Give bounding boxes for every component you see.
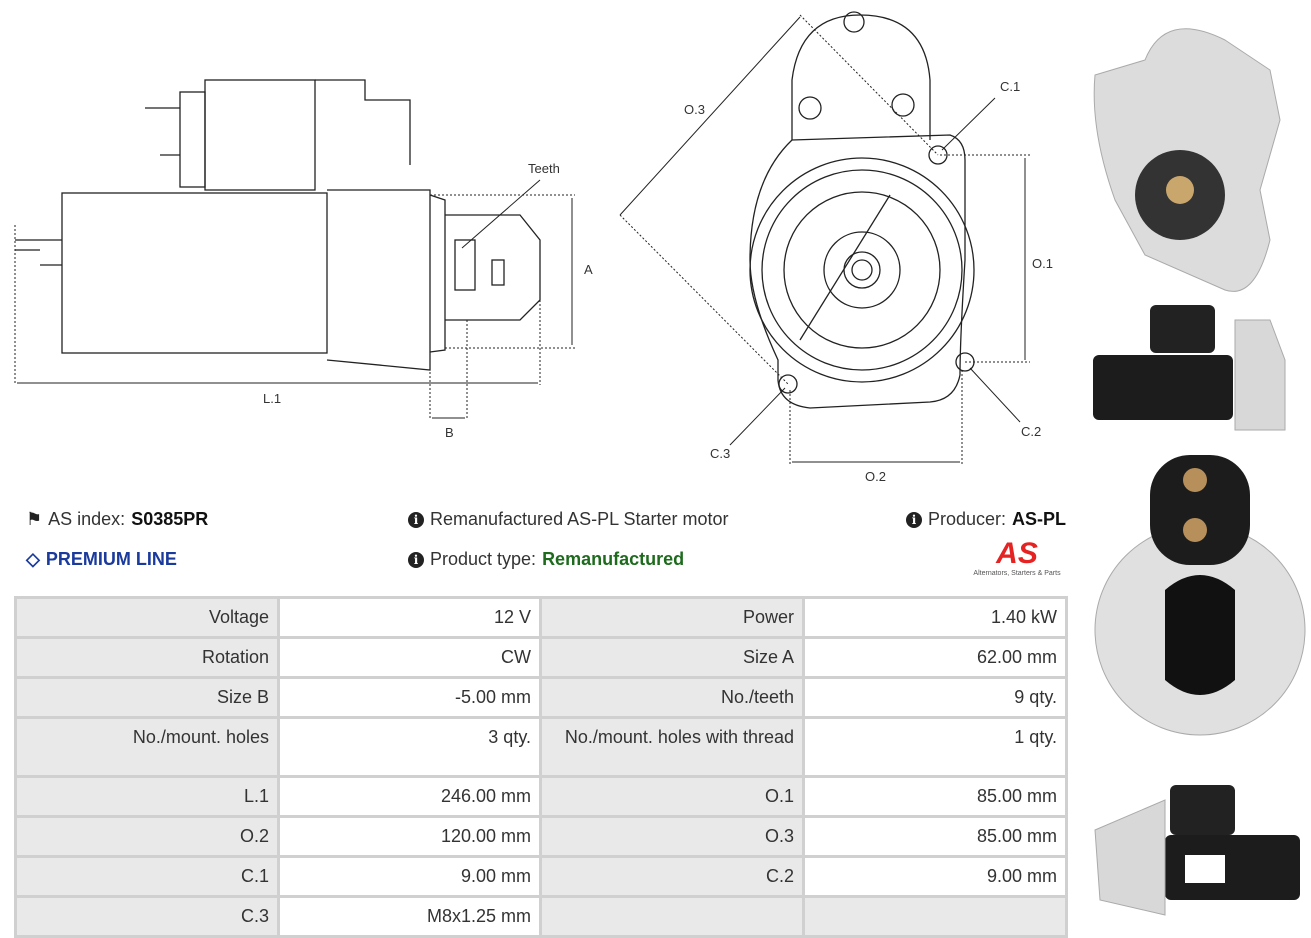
photo-rear bbox=[1094, 455, 1306, 736]
info-icon: i bbox=[408, 511, 424, 528]
label-c3: C.3 bbox=[710, 446, 730, 461]
spec-value: 9.00 mm bbox=[277, 855, 542, 898]
side-view-drawing: Teeth A L.1 B bbox=[14, 79, 593, 440]
photo-front bbox=[1093, 28, 1281, 292]
spec-label: Voltage bbox=[14, 596, 280, 639]
spec-value: 85.00 mm bbox=[802, 815, 1068, 858]
spec-value: -5.00 mm bbox=[277, 676, 542, 719]
spec-value: 62.00 mm bbox=[802, 636, 1068, 679]
spec-label: C.2 bbox=[539, 855, 805, 898]
tags-icon: ⚑ bbox=[26, 509, 43, 529]
spec-label: Rotation bbox=[14, 636, 280, 679]
premium-line: ◇ PREMIUM LINE bbox=[26, 549, 177, 570]
spec-label: C.3 bbox=[14, 895, 280, 938]
label-l1: L.1 bbox=[263, 391, 281, 406]
spec-label: O.3 bbox=[539, 815, 805, 858]
spec-value bbox=[802, 895, 1068, 938]
spec-label: O.1 bbox=[539, 775, 805, 818]
spec-value: 9 qty. bbox=[802, 676, 1068, 719]
info-icon: i bbox=[906, 511, 922, 528]
spec-label: No./teeth bbox=[539, 676, 805, 719]
photo-side bbox=[1093, 305, 1286, 431]
label-o3: O.3 bbox=[684, 102, 705, 117]
label-b: B bbox=[445, 425, 454, 440]
label-c1: C.1 bbox=[1000, 79, 1020, 94]
spec-value: 246.00 mm bbox=[277, 775, 542, 818]
premium-line-label: PREMIUM LINE bbox=[45, 549, 177, 569]
spec-value: 12 V bbox=[277, 596, 542, 639]
spec-value: 120.00 mm bbox=[277, 815, 542, 858]
as-pl-logo: AS Alternators, Starters & Parts bbox=[966, 537, 1068, 578]
product-type-value: Remanufactured bbox=[542, 549, 685, 569]
description-text: Remanufactured AS-PL Starter motor bbox=[430, 509, 729, 529]
spec-value: 85.00 mm bbox=[802, 775, 1068, 818]
spec-label: No./mount. holes with thread bbox=[539, 716, 805, 778]
diamond-icon: ◇ bbox=[26, 549, 40, 569]
spec-value: 1 qty. bbox=[802, 716, 1068, 778]
spec-value: M8x1.25 mm bbox=[277, 895, 542, 938]
logo-mark: AS bbox=[996, 537, 1038, 570]
spec-label: Size B bbox=[14, 676, 280, 719]
producer-value: AS-PL bbox=[1012, 509, 1067, 529]
label-a: A bbox=[584, 262, 593, 277]
spec-label: Size A bbox=[539, 636, 805, 679]
as-index-value: S0385PR bbox=[131, 509, 209, 529]
logo-tagline: Alternators, Starters & Parts bbox=[973, 570, 1061, 577]
photo-side-2 bbox=[1094, 785, 1300, 916]
spec-value: 9.00 mm bbox=[802, 855, 1068, 898]
product-type-label: Product type: bbox=[430, 549, 537, 569]
as-index: ⚑ AS index: S0385PR bbox=[26, 509, 208, 530]
label-o1: O.1 bbox=[1032, 256, 1053, 271]
spec-label: O.2 bbox=[14, 815, 280, 858]
spec-value: CW bbox=[277, 636, 542, 679]
label-teeth: Teeth bbox=[528, 161, 560, 176]
product-type: i Product type: Remanufactured bbox=[408, 549, 684, 570]
info-icon: i bbox=[408, 551, 424, 568]
spec-label: L.1 bbox=[14, 775, 280, 818]
as-index-label: AS index: bbox=[48, 509, 126, 529]
producer-label: Producer: bbox=[928, 509, 1007, 529]
spec-label: Power bbox=[539, 596, 805, 639]
spec-label: C.1 bbox=[14, 855, 280, 898]
spec-value: 3 qty. bbox=[277, 716, 542, 778]
spec-value: 1.40 kW bbox=[802, 596, 1068, 639]
front-view-drawing: O.3 C.1 O.1 C.2 C.3 O.2 bbox=[619, 11, 1053, 484]
label-c2: C.2 bbox=[1021, 424, 1041, 439]
spec-label bbox=[539, 895, 805, 938]
spec-label: No./mount. holes bbox=[14, 716, 280, 778]
label-o2: O.2 bbox=[865, 469, 886, 484]
producer: i Producer: AS-PL bbox=[906, 509, 1066, 530]
description: i Remanufactured AS-PL Starter motor bbox=[408, 509, 728, 530]
product-photos bbox=[1093, 28, 1306, 916]
